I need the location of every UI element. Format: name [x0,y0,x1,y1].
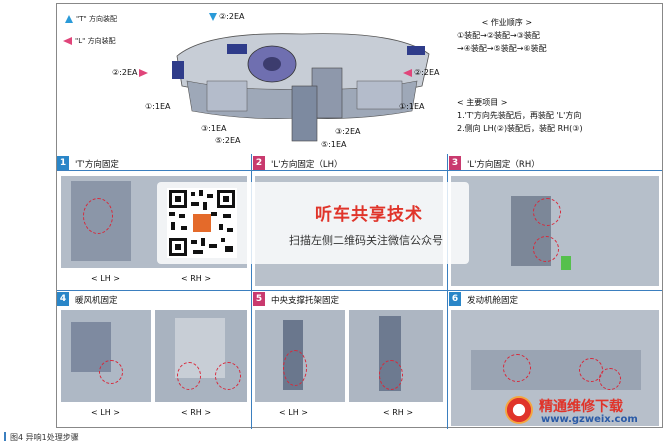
figure-caption: 图4 异响1处理步骤 [4,432,79,443]
figure-frame: "T" 方向装配 "L" 方向装配 ②:2EA ②:2EA ②:2EA ①:1E… [56,3,663,429]
qr-code-icon [167,188,237,258]
section-5-photo-lh [255,310,345,402]
section-4-photo-lh [61,310,151,402]
left-arrow-icon [63,37,72,45]
callout-bot-3-1ea: ③:1EA [201,124,227,133]
left-arrow-icon [403,68,412,77]
notes-line1: 1.'T'方向先装配后，再装配 'L'方向 [457,111,582,120]
section-5-title: 中央支撑托架固定 [271,296,340,306]
section-6-photo [451,310,659,426]
site-logo: 精通维修下载 www.gzweix.com [505,394,661,428]
section-6-number: 6 [449,292,461,306]
watermark-subtitle: 扫描左侧二维码关注微信公众号 [289,234,443,247]
section-5-rh: < RH > [383,408,414,417]
qr-code [167,188,237,258]
section-3-title: 'L'方向固定（RH） [467,160,540,170]
watermark-title: 听车共享技术 [315,205,423,225]
sequence-line1: ①装配→②装配→③装配 [457,31,540,40]
notes-line2: 2.侧向 LH(②)装配后，装配 RH(③) [457,124,583,133]
right-arrow-icon [139,68,149,77]
callout-left-1ea: ①:1EA [145,102,171,111]
legend-up: "T" 方向装配 [65,14,117,24]
section-1-title: 'T'方向固定 [75,160,119,170]
section-4-lh: < LH > [91,408,120,417]
section-4-photo-rh [155,310,247,402]
down-arrow-icon [209,12,217,21]
section-5-number: 5 [253,292,265,306]
divider [57,290,662,291]
notes-title: < 主要项目 > [457,98,508,107]
callout-right-2ea: ②:2EA [403,68,439,77]
sequence-line2: →④装配→⑤装配→⑥装配 [457,44,547,53]
section-1-rh: < RH > [181,274,212,283]
caption-text: 图4 异响1处理步骤 [10,433,79,442]
logo-url: www.gzweix.com [541,414,638,425]
section-3-photo [451,176,659,286]
watermark-overlay: 听车共享技术 扫描左侧二维码关注微信公众号 [157,182,469,264]
section-1-number: 1 [57,156,69,170]
section-1-lh: < LH > [91,274,120,283]
callout-left-2ea: ②:2EA [112,68,149,77]
legend-left-label: "L" 方向装配 [75,37,116,45]
section-4-title: 暖风机固定 [75,296,118,306]
divider [251,154,252,429]
section-6-title: 发动机舱固定 [467,296,519,306]
section-2-title: 'L'方向固定（LH） [271,160,343,170]
up-arrow-icon [65,15,73,23]
section-2-number: 2 [253,156,265,170]
dashboard-illustration [172,33,430,142]
callout-bot-5-2ea: ⑤:2EA [215,136,241,145]
callout-bot-5-1ea: ⑤:1EA [321,140,347,149]
section-3-number: 3 [449,156,461,170]
divider [57,170,662,171]
section-5-photo-rh [349,310,443,402]
section-5-lh: < LH > [279,408,308,417]
section-4-number: 4 [57,292,69,306]
sequence-title: < 作业顺序 > [481,18,533,27]
legend-left: "L" 方向装配 [63,36,116,46]
section-4-rh: < RH > [181,408,212,417]
logo-cn: 精通维修下载 [539,399,623,415]
work-sequence: < 作业顺序 > ①装配→②装配→③装配 →④装配→⑤装配→⑥装配 [457,16,547,55]
legend-up-label: "T" 方向装配 [76,15,117,23]
caption-marker [4,432,6,441]
callout-top: ②:2EA [209,12,244,21]
callout-right-1ea: ①:1EA [399,102,425,111]
divider [447,154,448,429]
logo-icon [505,396,533,424]
main-notes: < 主要项目 > 1.'T'方向先装配后，再装配 'L'方向 2.侧向 LH(②… [457,96,583,135]
callout-bot-3-2ea: ③:2EA [335,127,361,136]
